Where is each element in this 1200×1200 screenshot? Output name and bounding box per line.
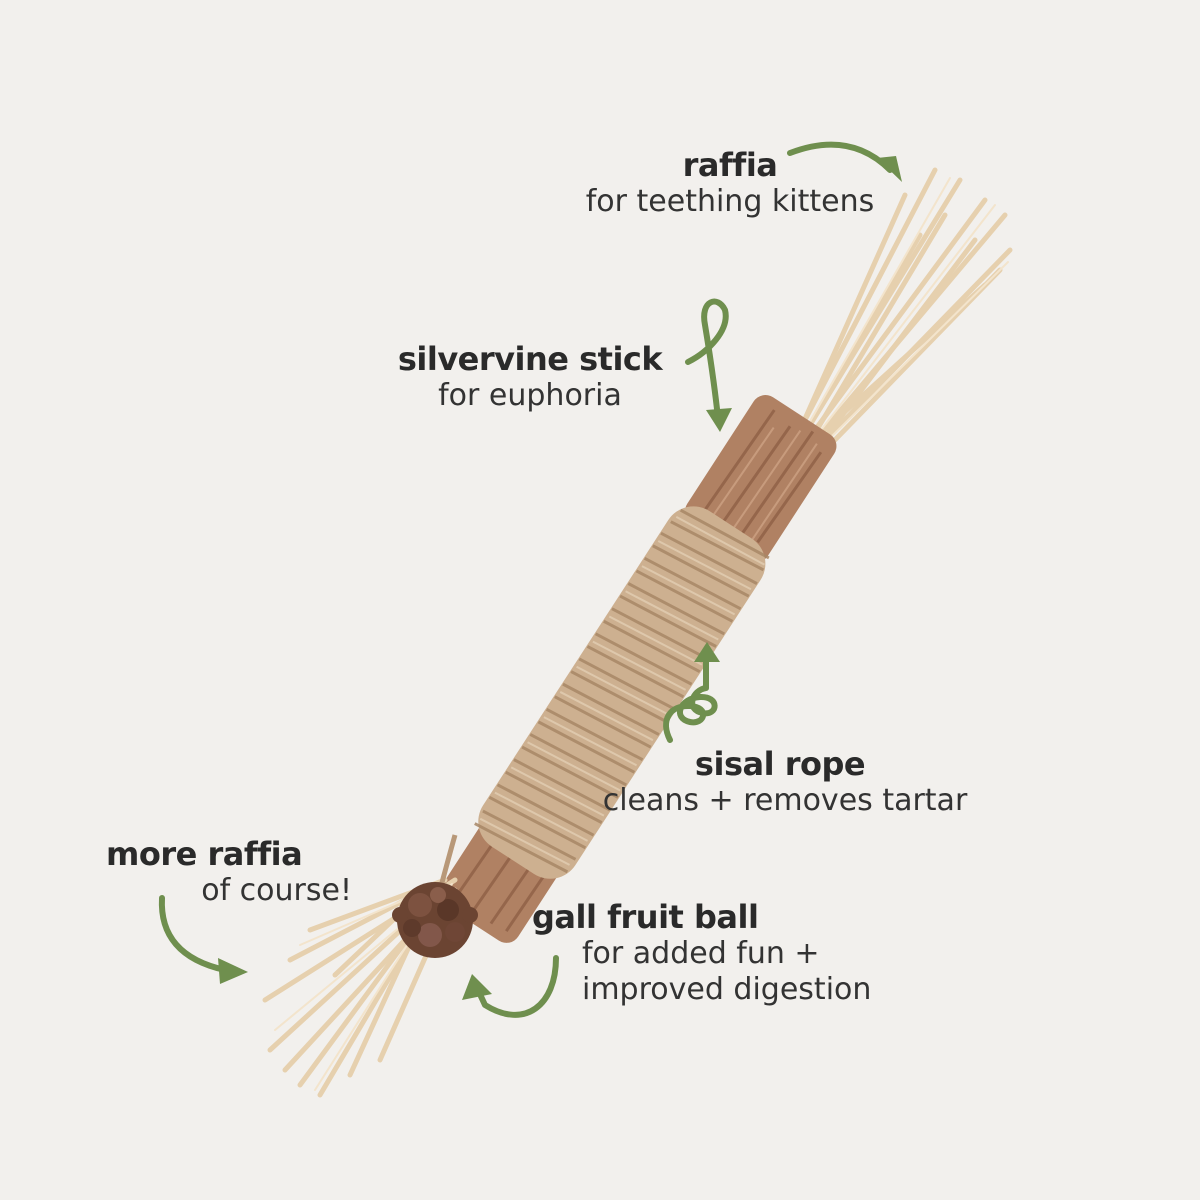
callout-subtitle: of course! <box>201 873 352 909</box>
callout-more-raffia: more raffia of course! <box>60 835 360 909</box>
callout-subtitle-line1: for added fun + <box>582 936 820 972</box>
callout-subtitle: for euphoria <box>438 378 622 414</box>
callout-title: gall fruit ball <box>532 898 759 936</box>
callout-title: raffia <box>682 146 778 184</box>
callout-silvervine-stick: silvervine stick for euphoria <box>380 340 680 414</box>
curved-arrow-right-icon <box>787 141 902 182</box>
callout-title: sisal rope <box>694 745 866 783</box>
callout-subtitle-line2: improved digestion <box>582 972 872 1008</box>
gall-fruit-ball <box>392 882 478 958</box>
callout-subtitle: for teething kittens <box>585 184 875 220</box>
callout-gall-fruit-ball: gall fruit ball for added fun + improved… <box>532 898 952 1008</box>
curved-arrow-left-up-icon <box>462 955 559 1018</box>
raffia-top <box>797 167 1013 448</box>
loop-arrow-down-icon <box>685 298 732 432</box>
callout-subtitle: cleans + removes tartar <box>602 783 968 819</box>
curved-arrow-down-right-icon <box>158 895 248 984</box>
callout-raffia: raffia for teething kittens <box>540 146 920 220</box>
callout-sisal-rope: sisal rope cleans + removes tartar <box>560 745 1010 819</box>
spiral-arrow-up-icon <box>663 642 720 743</box>
callout-title: more raffia <box>106 835 303 873</box>
callout-title: silvervine stick <box>397 340 663 378</box>
